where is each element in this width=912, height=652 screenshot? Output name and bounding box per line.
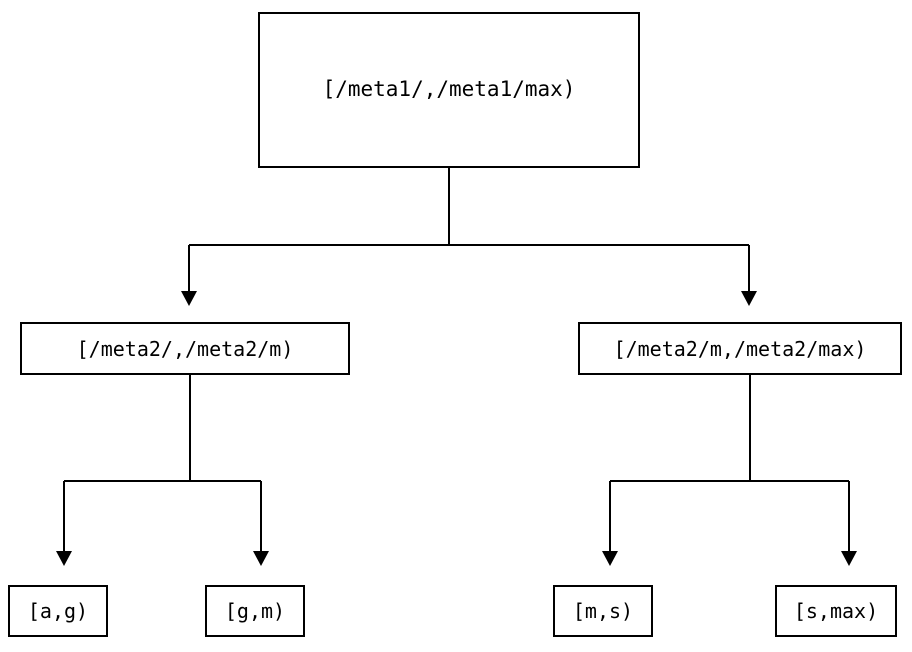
arrowhead-root-to-meta2-low	[181, 291, 197, 306]
arrowhead-meta2-high-to-leaf-ms	[602, 551, 618, 566]
node-meta2-low-label: [/meta2/,/meta2/m)	[76, 336, 294, 361]
node-root-label: [/meta1/,/meta1/max)	[322, 77, 576, 102]
arrowhead-meta2-high-to-leaf-smax	[841, 551, 857, 566]
node-leaf-s-max[interactable]: [s,max)	[775, 585, 897, 637]
node-leaf-s-max-label: [s,max)	[793, 599, 879, 623]
arrowhead-root-to-meta2-high	[741, 291, 757, 306]
node-leaf-m-s-label: [m,s)	[572, 599, 634, 623]
node-leaf-a-g[interactable]: [a,g)	[8, 585, 108, 637]
node-leaf-g-m[interactable]: [g,m)	[205, 585, 305, 637]
node-root-meta1-range[interactable]: [/meta1/,/meta1/max)	[258, 12, 640, 168]
node-leaf-g-m-label: [g,m)	[224, 599, 286, 623]
arrowhead-meta2-low-to-leaf-ag	[56, 551, 72, 566]
node-leaf-m-s[interactable]: [m,s)	[553, 585, 653, 637]
node-leaf-a-g-label: [a,g)	[27, 599, 89, 623]
node-meta2-high-range[interactable]: [/meta2/m,/meta2/max)	[578, 322, 902, 375]
node-meta2-low-range[interactable]: [/meta2/,/meta2/m)	[20, 322, 350, 375]
node-meta2-high-label: [/meta2/m,/meta2/max)	[613, 336, 867, 361]
arrowhead-meta2-low-to-leaf-gm	[253, 551, 269, 566]
